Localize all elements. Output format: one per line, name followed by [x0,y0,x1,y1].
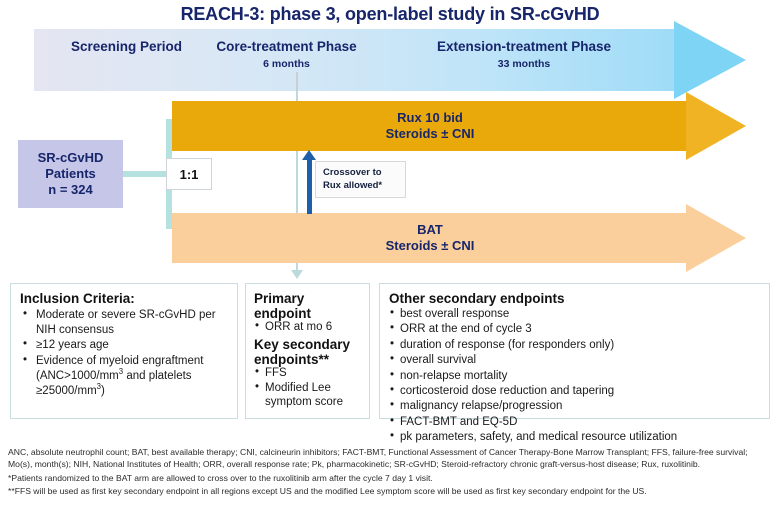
list-item: ORR at mo 6 [254,320,363,335]
footnote-single-asterisk: *Patients randomized to the BAT arm are … [8,472,433,483]
inclusion-criteria-list: Moderate or severe SR-cGvHD per NIH cons… [20,307,229,398]
crossover-callout: Crossover to Rux allowed* [315,161,406,198]
list-item: ORR at the end of cycle 3 [389,321,761,337]
patients-line-2: Patients [45,166,96,182]
phase-name-core: Core-treatment Phase [216,39,357,54]
core-phase-divider-line [296,91,298,273]
list-item: malignancy relapse/progression [389,398,761,414]
timeline-phase-screening: Screening Period [34,39,219,54]
phase-name-extension: Extension-treatment Phase [436,39,612,54]
crossover-arrow-shaft [307,158,312,214]
other-secondary-endpoints-list: best overall response ORR at the end of … [389,306,761,446]
list-item: FACT-BMT and EQ-5D [389,414,761,430]
timeline-tick-mark [296,72,298,92]
footnote-abbreviations: ANC, absolute neutrophil count; BAT, bes… [8,447,748,470]
crossover-arrowhead-icon [302,150,316,160]
primary-endpoint-list: ORR at mo 6 [254,320,363,335]
bat-arm-body: BAT Steroids ± CNI [172,213,688,263]
crossover-line-2: Rux allowed* [323,179,383,191]
randomization-ratio-badge: 1:1 [166,158,212,190]
list-item: Evidence of myeloid engraftment (ANC>100… [20,353,229,398]
footnote-double-asterisk: **FFS will be used as first key secondar… [8,486,647,497]
treatment-arm-rux-arrow: Rux 10 bid Steroids ± CNI [172,92,746,160]
footnotes: ANC, absolute neutrophil count; BAT, bes… [8,446,772,499]
bat-arm-line-1: BAT [417,221,443,237]
randomization-connector-stem [123,171,172,177]
patients-line-1: SR-cGvHD [37,150,104,166]
other-secondary-endpoints-title: Other secondary endpoints [389,291,565,306]
list-item: non-relapse mortality [389,368,761,384]
rux-arm-body: Rux 10 bid Steroids ± CNI [172,101,688,151]
treatment-arm-bat-arrow: BAT Steroids ± CNI [172,204,746,272]
inclusion-criteria-panel: Inclusion Criteria: Moderate or severe S… [10,283,238,419]
bat-arm-arrowhead-icon [686,204,746,272]
list-item: duration of response (for responders onl… [389,337,761,353]
key-secondary-endpoints-list: FFS Modified Lee symptom score [254,366,363,410]
rux-arm-line-1: Rux 10 bid [397,109,463,125]
timeline-phase-extension-treatment: Extension-treatment Phase 33 months [374,39,674,70]
key-secondary-endpoints-title: Key secondary endpoints** [254,337,351,368]
inclusion-criteria-title: Inclusion Criteria: [20,291,135,306]
patients-box: SR-cGvHD Patients n = 324 [18,140,123,208]
rux-arm-line-2: Steroids ± CNI [385,126,475,141]
timeline-phase-core-treatment: Core-treatment Phase 6 months [194,39,379,70]
list-item: pk parameters, safety, and medical resou… [389,429,761,445]
list-item: FFS [254,366,363,381]
phase-duration-core: 6 months [263,58,310,70]
list-item: Modified Lee symptom score [254,381,363,410]
bat-arm-line-2: Steroids ± CNI [385,238,475,253]
primary-endpoint-panel: Primary endpoint ORR at mo 6 Key seconda… [245,283,370,419]
list-item: overall survival [389,352,761,368]
list-item: Moderate or severe SR-cGvHD per NIH cons… [20,307,229,337]
crossover-line-1: Crossover to [323,166,382,178]
page-title: REACH-3: phase 3, open-label study in SR… [180,4,600,24]
list-item: best overall response [389,306,761,322]
list-item: corticosteroid dose reduction and taperi… [389,383,761,399]
study-timeline-arrow: Screening Period Core-treatment Phase 6 … [34,21,746,99]
list-item: ≥12 years age [20,337,229,353]
primary-endpoint-title: Primary endpoint [254,291,311,322]
divider-arrowhead-icon [291,270,303,279]
rux-arm-arrowhead-icon [686,92,746,160]
timeline-bar [34,29,676,91]
phase-duration-extension: 33 months [497,58,551,70]
patients-count: n = 324 [48,181,93,197]
phase-name-screening: Screening Period [70,39,183,54]
other-secondary-endpoints-panel: Other secondary endpoints best overall r… [379,283,770,445]
timeline-arrowhead-icon [674,21,746,99]
